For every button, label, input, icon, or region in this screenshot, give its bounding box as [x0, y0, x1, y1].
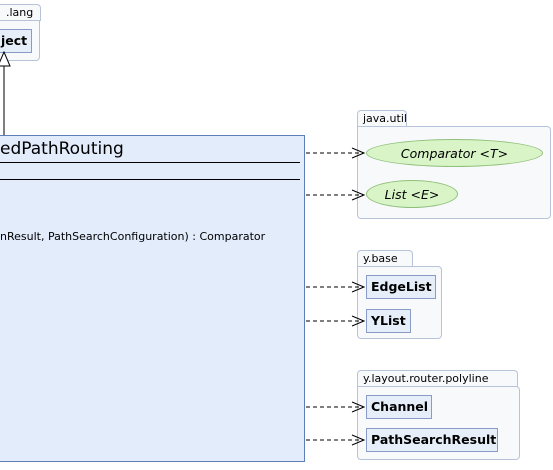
class-y-list[interactable]: YList — [366, 309, 411, 333]
dependency-arrowhead-path-search-result — [351, 434, 366, 446]
main-class-box[interactable] — [0, 135, 305, 462]
method-signature: nResult, PathSearchConfiguration) : Comp… — [0, 230, 266, 243]
class-divider-2 — [0, 179, 300, 180]
package-label-y-layout-router-polyline: y.layout.router.polyline — [363, 372, 489, 385]
interface-comparator[interactable]: Comparator <T> — [366, 139, 543, 167]
inheritance-arrowhead — [0, 50, 11, 67]
interface-list-label: List <E> — [384, 186, 440, 202]
package-tab-java-util: java.util — [357, 110, 407, 127]
package-label-java-util: java.util — [363, 112, 407, 125]
interface-list[interactable]: List <E> — [366, 180, 458, 208]
class-channel-label: Channel — [371, 399, 429, 414]
interface-comparator-label: Comparator <T> — [400, 145, 509, 161]
main-class-title: edPathRouting — [0, 139, 124, 159]
dependency-arrowhead-comparator — [351, 147, 366, 159]
package-label-y-base: y.base — [363, 252, 398, 265]
class-path-search-result[interactable]: PathSearchResult — [366, 428, 498, 452]
dependency-arrowhead-y-list — [351, 315, 366, 327]
package-tab-y-layout-router-polyline: y.layout.router.polyline — [357, 370, 518, 387]
class-object-label: ject — [1, 33, 28, 48]
package-tab-java-lang: .lang — [0, 4, 41, 21]
package-tab-y-base: y.base — [357, 250, 413, 267]
class-path-search-result-label: PathSearchResult — [371, 432, 497, 447]
dependency-arrowhead-list — [351, 189, 366, 201]
class-divider-1 — [0, 162, 300, 163]
package-label-java-lang: .lang — [6, 6, 34, 19]
class-edge-list[interactable]: EdgeList — [366, 275, 436, 299]
dependency-arrowhead-edge-list — [351, 281, 366, 293]
dependency-arrowhead-channel — [351, 401, 366, 413]
class-channel[interactable]: Channel — [366, 395, 432, 419]
class-object[interactable]: ject — [0, 29, 32, 53]
class-edge-list-label: EdgeList — [371, 279, 432, 294]
class-y-list-label: YList — [371, 313, 406, 328]
